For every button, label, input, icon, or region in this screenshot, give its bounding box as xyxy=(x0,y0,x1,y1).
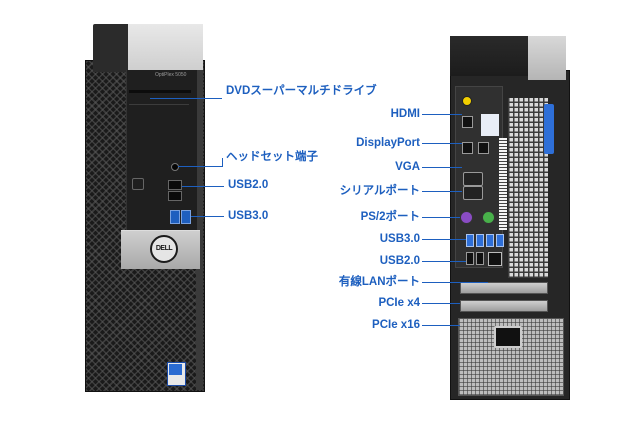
serial-leader-line xyxy=(422,191,462,192)
rear-top-silver-side xyxy=(528,36,566,80)
label-front-usb2: USB2.0 xyxy=(228,179,269,191)
front-headset-jack xyxy=(171,163,179,171)
ps2-leader-line xyxy=(422,217,460,218)
front-usb3-port xyxy=(170,210,180,224)
rear-blue-latch xyxy=(544,104,554,154)
rear-usb3-port xyxy=(496,234,504,247)
hdmi-leader-line xyxy=(422,114,462,115)
rear-displayport-port xyxy=(462,142,473,154)
front-model-label: OptiPlex 5050 xyxy=(155,72,187,78)
label-serial-port: シリアルポート xyxy=(339,185,420,197)
label-ps2-port: PS/2ポート xyxy=(360,211,420,223)
dvd-drive-slot xyxy=(129,90,191,93)
dell-logo: DELL xyxy=(150,235,178,263)
rear-serial-port xyxy=(463,186,483,200)
front-drive-panel xyxy=(126,70,197,232)
headset-leader-line-v xyxy=(222,158,223,167)
rear-ps2-mouse-port xyxy=(482,211,495,224)
intel-sticker-logo xyxy=(169,364,182,375)
lan-leader-line xyxy=(422,282,488,283)
label-rear-usb2: USB2.0 xyxy=(379,255,420,267)
pcie-x16-leader-line xyxy=(422,325,460,326)
front-top-silver-side xyxy=(128,24,203,70)
rear-usb3-port xyxy=(486,234,494,247)
label-pcie-x16: PCIe x16 xyxy=(372,319,420,331)
rear-pcie-x4-slot-cover xyxy=(460,282,548,294)
rear-audio-jack xyxy=(462,96,472,106)
dvd-drive-bezel-line xyxy=(129,104,189,105)
label-rear-usb3: USB3.0 xyxy=(379,233,420,245)
rear-usb3-port xyxy=(466,234,474,247)
front-usb2-port xyxy=(168,180,182,190)
label-headset-jack: ヘッドセット端子 xyxy=(226,151,318,163)
front-power-button xyxy=(132,178,144,190)
label-hdmi: HDMI xyxy=(390,108,420,120)
rear-ps2-keyboard-port xyxy=(460,211,473,224)
label-vga: VGA xyxy=(395,161,420,173)
rear-vga-port xyxy=(463,172,483,186)
label-front-usb3: USB3.0 xyxy=(228,210,269,222)
rear-usb3-leader-line xyxy=(422,239,466,240)
pcie-x4-leader-line xyxy=(422,303,460,304)
displayport-leader-line xyxy=(422,143,462,144)
front-usb3-leader-line xyxy=(191,216,224,217)
rear-usb3-port xyxy=(476,234,484,247)
headset-leader-line xyxy=(178,166,222,167)
rear-displayport-port xyxy=(478,142,489,154)
label-displayport: DisplayPort xyxy=(356,137,420,149)
rear-power-socket xyxy=(494,326,522,348)
front-usb3-port xyxy=(181,210,191,224)
rear-pcie-x16-slot-cover xyxy=(460,300,548,312)
vga-leader-line xyxy=(422,167,462,168)
label-pcie-x4: PCIe x4 xyxy=(378,297,420,309)
label-lan-port: 有線LANポート xyxy=(338,276,420,288)
rear-service-tag xyxy=(481,114,499,136)
front-usb2-port xyxy=(168,191,182,201)
front-usb2-leader-line xyxy=(182,186,224,187)
rear-usb2-leader-line xyxy=(422,261,466,262)
rear-power-supply xyxy=(458,318,564,396)
rear-barcode-sticker xyxy=(499,138,507,230)
rear-hdmi-port xyxy=(462,116,473,128)
rear-lan-port xyxy=(488,252,502,266)
label-dvd-drive: DVDスーパーマルチドライブ xyxy=(226,85,377,97)
dvd-leader-line xyxy=(150,98,222,99)
rear-usb2-port xyxy=(466,252,474,265)
rear-vent-grille xyxy=(508,98,548,278)
rear-usb2-port xyxy=(476,252,484,265)
